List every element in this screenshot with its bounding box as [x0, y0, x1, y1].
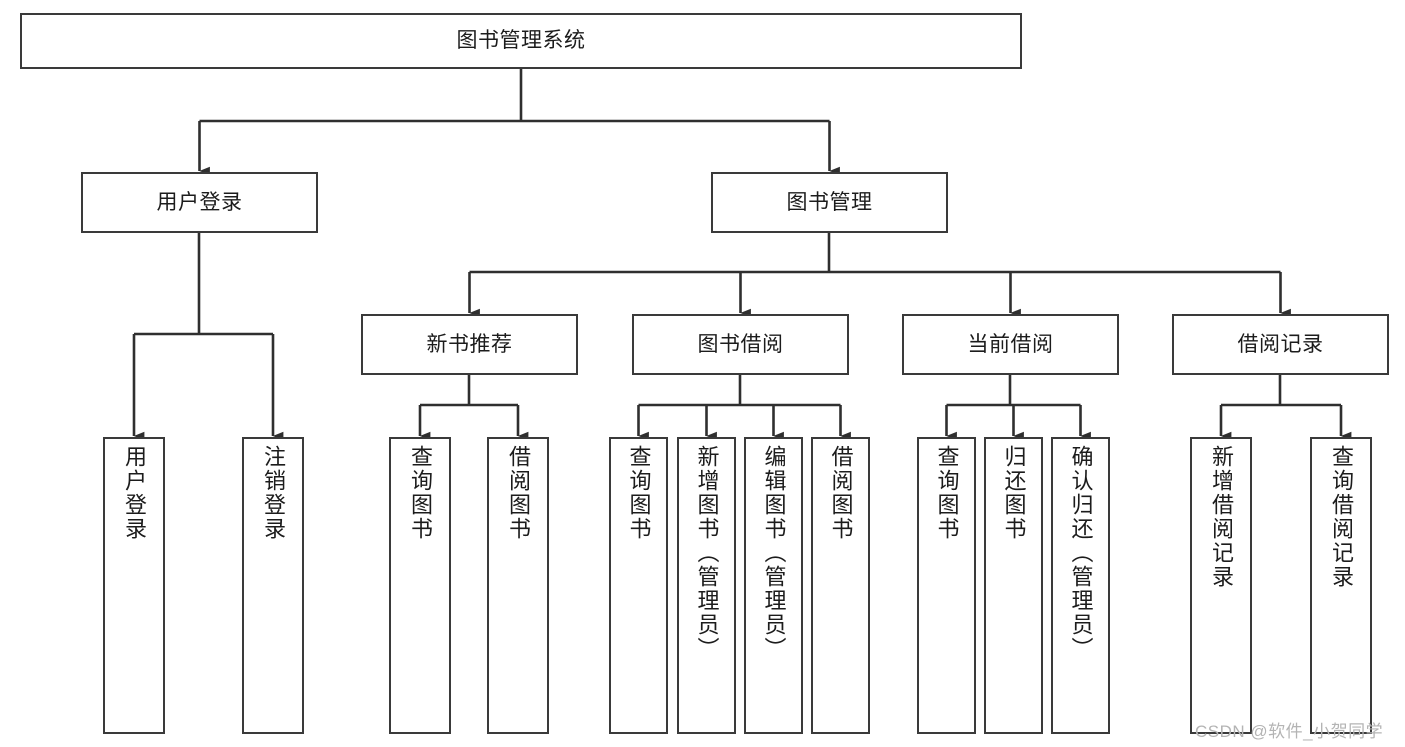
node-leaf-add-record[interactable]: 新增借阅记录 — [1190, 437, 1252, 734]
node-label: 归还图书 — [1001, 445, 1027, 541]
node-label: 用户登录 — [156, 190, 243, 214]
node-book-borrow[interactable]: 图书借阅 — [632, 314, 849, 375]
node-label: 新增图书（管理员） — [694, 445, 720, 661]
node-label: 当前借阅 — [967, 332, 1054, 356]
node-leaf-user-logout[interactable]: 注销登录 — [242, 437, 304, 734]
node-leaf-borrow-book-2[interactable]: 借阅图书 — [811, 437, 870, 734]
node-label: 借阅记录 — [1237, 332, 1324, 356]
node-label: 新增借阅记录 — [1209, 445, 1234, 589]
node-leaf-borrow-book-1[interactable]: 借阅图书 — [487, 437, 549, 734]
node-label: 图书管理 — [786, 190, 873, 214]
node-leaf-return-book[interactable]: 归还图书 — [984, 437, 1043, 734]
node-label: 用户登录 — [122, 445, 147, 541]
node-leaf-query-book-3[interactable]: 查询图书 — [917, 437, 976, 734]
node-leaf-query-record[interactable]: 查询借阅记录 — [1310, 437, 1372, 734]
node-leaf-query-book-1[interactable]: 查询图书 — [389, 437, 451, 734]
node-label: 查询图书 — [934, 445, 960, 541]
node-label: 借阅图书 — [828, 445, 854, 541]
node-leaf-query-book-2[interactable]: 查询图书 — [609, 437, 668, 734]
node-label: 确认归还（管理员） — [1068, 445, 1094, 661]
node-label: 注销登录 — [261, 445, 286, 541]
node-label: 查询图书 — [408, 445, 433, 541]
node-label: 查询图书 — [626, 445, 652, 541]
node-book-mgmt[interactable]: 图书管理 — [711, 172, 948, 233]
node-leaf-user-login[interactable]: 用户登录 — [103, 437, 165, 734]
node-new-book-rec[interactable]: 新书推荐 — [361, 314, 578, 375]
node-label: 编辑图书（管理员） — [761, 445, 787, 661]
node-label: 查询借阅记录 — [1329, 445, 1354, 589]
node-root[interactable]: 图书管理系统 — [20, 13, 1022, 69]
node-label: 图书管理系统 — [456, 29, 586, 53]
node-current-borrow[interactable]: 当前借阅 — [902, 314, 1119, 375]
node-label: 图书借阅 — [697, 332, 784, 356]
node-leaf-edit-book[interactable]: 编辑图书（管理员） — [744, 437, 803, 734]
node-borrow-record[interactable]: 借阅记录 — [1172, 314, 1389, 375]
node-leaf-confirm-return[interactable]: 确认归还（管理员） — [1051, 437, 1110, 734]
node-leaf-add-book[interactable]: 新增图书（管理员） — [677, 437, 736, 734]
node-label: 新书推荐 — [426, 332, 513, 356]
node-user-login[interactable]: 用户登录 — [81, 172, 318, 233]
node-label: 借阅图书 — [506, 445, 531, 541]
